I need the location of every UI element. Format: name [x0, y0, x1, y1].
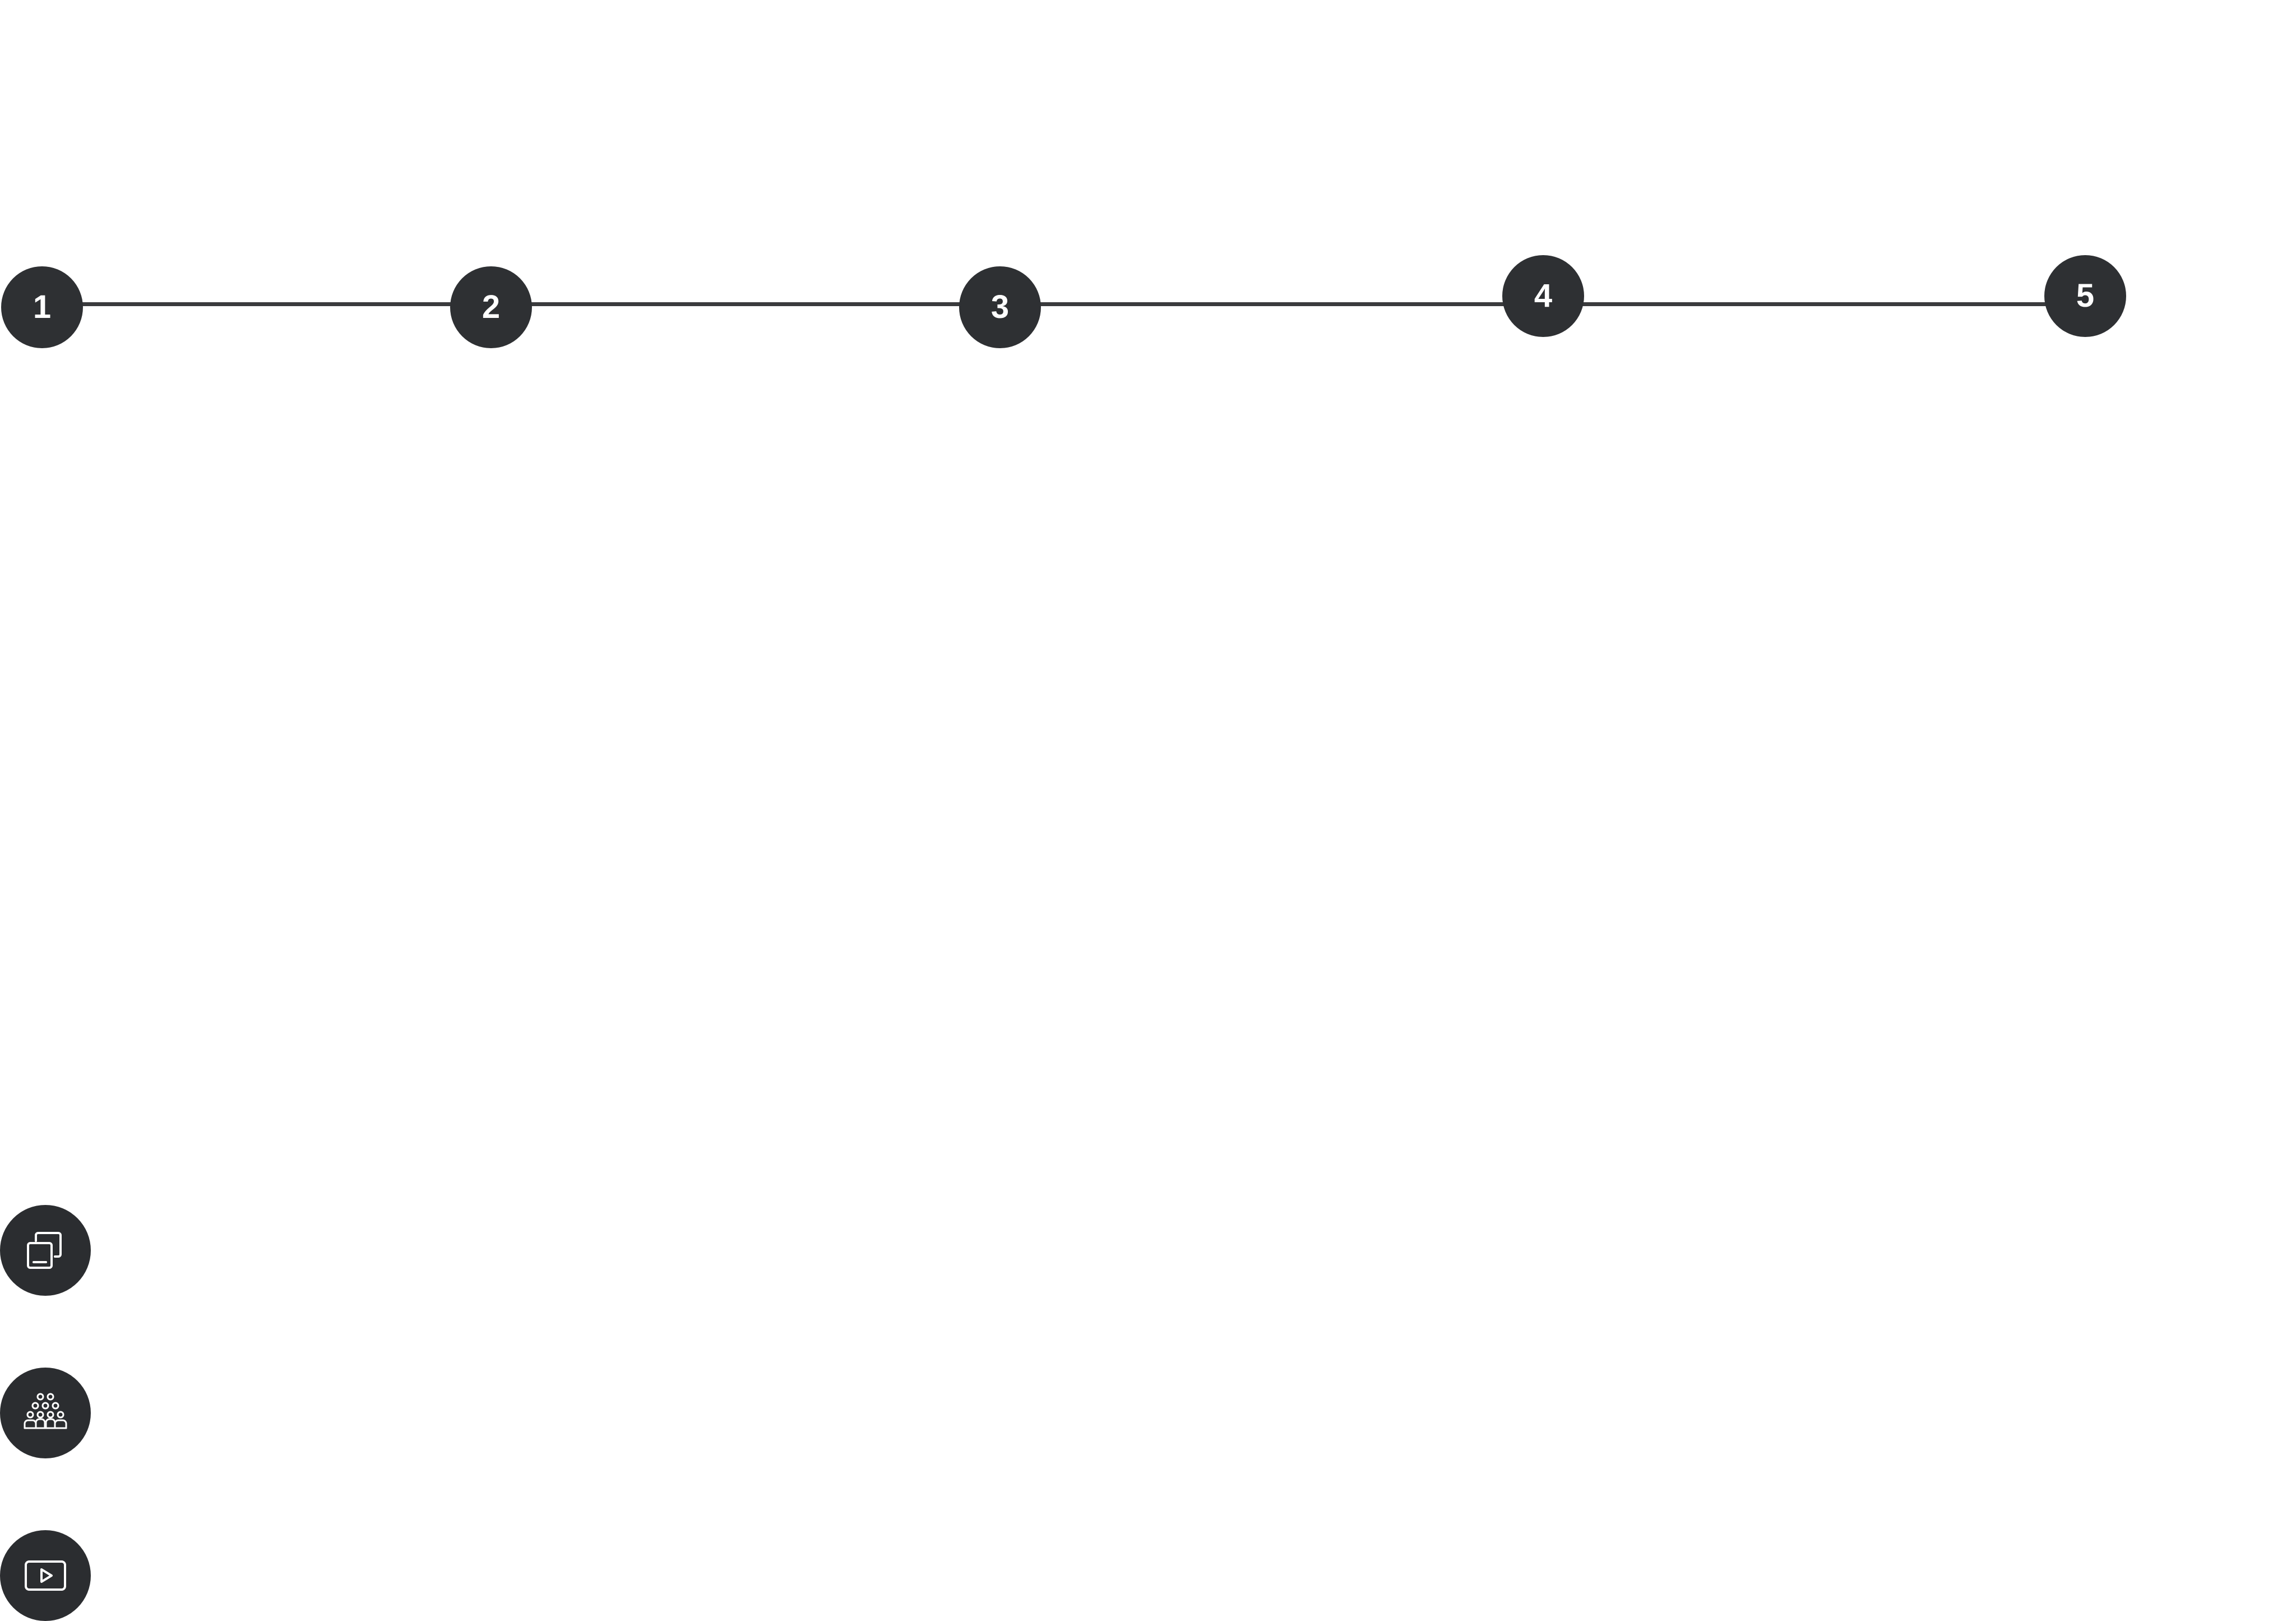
step-4-number: 4 — [1534, 278, 1553, 314]
video-play-icon — [25, 1560, 66, 1591]
step-1-number: 1 — [33, 289, 52, 325]
step-3-number: 3 — [990, 289, 1010, 325]
step-3-button[interactable]: 3 — [959, 266, 1041, 348]
audience-group-icon — [24, 1393, 67, 1429]
stepper-connector-line — [39, 302, 2068, 306]
copy-layers-icon — [27, 1232, 62, 1269]
step-5-number: 5 — [2076, 278, 2095, 314]
video-button[interactable] — [0, 1530, 91, 1621]
audience-button[interactable] — [0, 1368, 91, 1458]
step-4-button[interactable]: 4 — [1502, 255, 1584, 337]
step-2-number: 2 — [482, 289, 501, 325]
step-5-button[interactable]: 5 — [2044, 255, 2126, 337]
step-1-button[interactable]: 1 — [1, 266, 83, 348]
copy-button[interactable] — [0, 1205, 91, 1296]
progress-stepper: 1 2 3 4 5 — [0, 0, 2296, 392]
step-2-button[interactable]: 2 — [450, 266, 532, 348]
